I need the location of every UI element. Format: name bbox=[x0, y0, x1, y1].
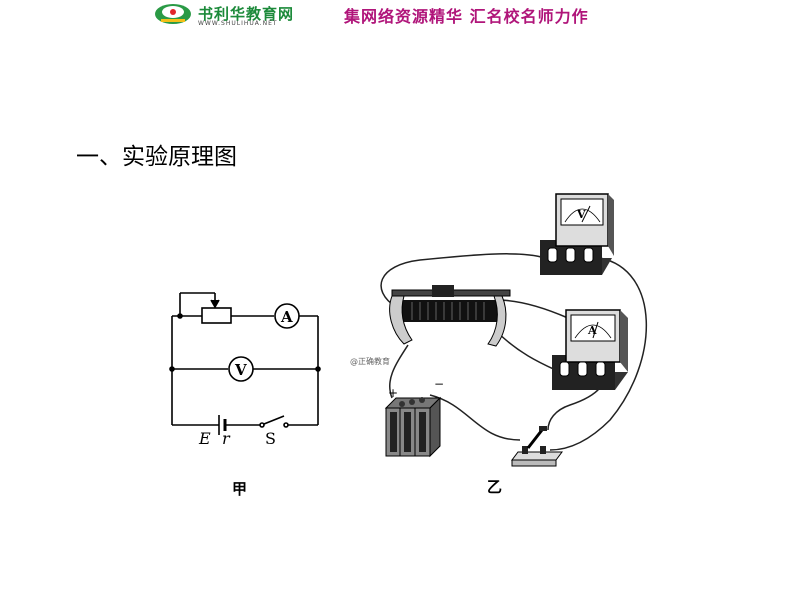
brand-url: WWW.SHULIHUA.NET bbox=[198, 20, 278, 27]
battery-device: + − bbox=[384, 377, 444, 458]
junction-dots bbox=[169, 313, 321, 372]
apparatus-diagram: V A bbox=[380, 193, 647, 467]
knife-switch-device bbox=[511, 426, 563, 467]
brand-name: 书利华教育网 bbox=[198, 5, 295, 23]
page-header: 书利华教育网 WWW.SHULIHUA.NET 集网络资源精华 汇名校名师力作 bbox=[0, 0, 800, 30]
switch-label: S bbox=[265, 429, 276, 448]
emf-label: E bbox=[198, 429, 211, 448]
watermark-text: @正确教育 bbox=[350, 357, 390, 366]
logo-icon bbox=[155, 4, 191, 24]
section-title: 一、实验原理图 bbox=[76, 144, 237, 170]
battery-minus-label: − bbox=[434, 377, 444, 391]
rheostat-device bbox=[389, 285, 511, 347]
battery-plus-label: + bbox=[388, 386, 398, 400]
diagram-a-caption: 甲 bbox=[232, 480, 248, 498]
schematic-diagram bbox=[171, 292, 319, 435]
internal-resistance-label: r bbox=[222, 429, 231, 448]
diagram-b-caption: 乙 bbox=[487, 478, 503, 496]
voltmeter-face-label: V bbox=[576, 208, 586, 221]
ammeter-device: A bbox=[552, 309, 628, 390]
voltmeter-device: V bbox=[540, 193, 614, 275]
ammeter-face-label: A bbox=[587, 324, 597, 337]
voltmeter-label: V bbox=[234, 361, 247, 379]
ammeter-label: A bbox=[280, 308, 293, 326]
circuit-figure: A V E r S V bbox=[169, 193, 647, 467]
switch-blade bbox=[263, 415, 285, 425]
rheostat-symbol bbox=[201, 307, 232, 324]
header-slogan: 集网络资源精华 汇名校名师力作 bbox=[344, 7, 589, 26]
